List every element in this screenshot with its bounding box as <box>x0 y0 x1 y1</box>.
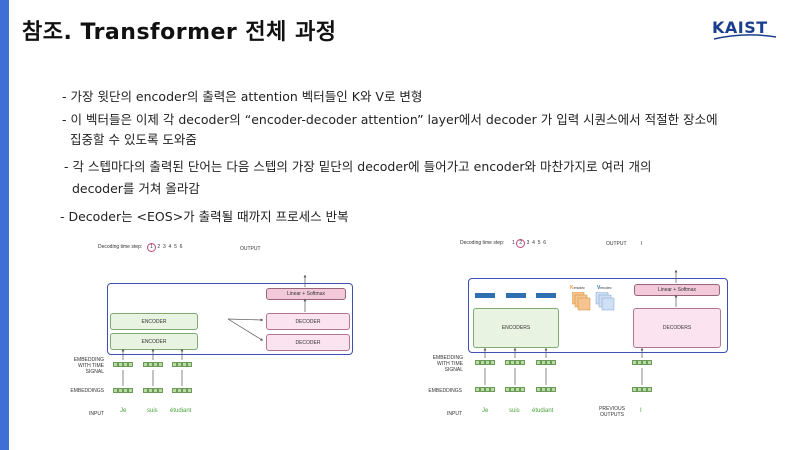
time-signal-vector-r2 <box>505 360 525 365</box>
output-label: OUTPUT <box>240 246 261 252</box>
embedding-vector-3 <box>172 388 192 393</box>
input-word-r2: suis <box>509 408 520 414</box>
active-step-circle: 1 <box>147 243 156 252</box>
embeddings-label-2: EMBEDDINGS <box>428 388 462 394</box>
embedding-time-line-2: WITH TIME <box>77 363 104 369</box>
k-matrix-icon <box>572 292 591 311</box>
slide-accent-bar <box>0 0 9 450</box>
k-letter: K <box>570 285 574 291</box>
embedding-vector-r3 <box>536 387 556 392</box>
step-3-r: 3 <box>526 240 530 246</box>
step-4: 4 <box>168 244 172 250</box>
input-word-r3: étudiant <box>532 408 554 414</box>
encoder-output-vector-1 <box>475 293 495 298</box>
bullet-4: - Decoder는 <EOS>가 출력될 때까지 프로세스 반복 <box>60 209 349 224</box>
logo-swoosh-icon <box>713 34 777 40</box>
input-label-2: INPUT <box>447 411 462 417</box>
output-label-2: OUTPUT <box>606 241 627 247</box>
time-signal-vector-r3 <box>536 360 556 365</box>
step-2: 2 <box>157 244 161 250</box>
step-5-r: 5 <box>537 240 541 246</box>
decoder-bottom-box: DECODER <box>266 334 350 351</box>
left-diagram-arrows <box>121 274 307 386</box>
time-step-label-2: Decoding time step: <box>460 240 505 246</box>
time-signal-vector-1 <box>113 362 133 367</box>
step-5: 5 <box>174 244 177 250</box>
step-3: 3 <box>162 244 166 250</box>
embedding-vector-r1 <box>475 387 495 392</box>
bullet-3-continued: decoder를 거쳐 올라감 <box>72 181 200 196</box>
encoder-output-vector-3 <box>536 293 556 298</box>
logo-text: KAIST <box>712 18 768 37</box>
embedding-time-label: EMBEDDING WITH TIME SIGNAL <box>72 357 104 375</box>
active-step-circle-2: 2 <box>516 239 526 248</box>
previous-outputs-line-2: OUTPUTS <box>600 412 624 418</box>
encoder-top-box: ENCODER <box>110 313 198 330</box>
embedding-time-line-1: EMBEDDING <box>73 357 104 363</box>
input-word-3: étudiant <box>170 408 192 414</box>
step-6: 6 <box>179 244 183 250</box>
encoder-output-vector-2 <box>506 293 526 298</box>
previous-output-word: I <box>640 408 642 414</box>
embedding-vector-1 <box>113 388 133 393</box>
input-word-2: suis <box>147 408 158 414</box>
embedding-time-line-3-r: SIGNAL <box>444 367 463 373</box>
time-step-numbers: 1 2 3 4 5 6 <box>147 243 182 252</box>
left-transformer-diagram: Decoding time step: 1 2 3 4 5 6 OUTPUT L… <box>70 243 353 417</box>
time-signal-vector-r1 <box>475 360 495 365</box>
step-1-r: 1 <box>512 240 515 246</box>
decoders-box: DECODERS <box>633 308 721 348</box>
output-value-2: I <box>641 241 643 247</box>
bullet-2: - 이 벡터들은 이제 각 decoder의 “encoder-decoder … <box>62 112 718 127</box>
embedding-time-line-2-r: WITH TIME <box>436 361 463 367</box>
encoders-box: ENCODERS <box>473 308 559 348</box>
decoder-top-box: DECODER <box>266 313 350 330</box>
slide-title: 참조. Transformer 전체 과정 <box>22 20 337 45</box>
embeddings-label: EMBEDDINGS <box>70 388 104 394</box>
v-matrix-icon <box>595 292 615 311</box>
time-signal-vector-2 <box>143 362 163 367</box>
k-encdec-label: Kencdec <box>570 285 585 291</box>
embedding-time-line-3: SIGNAL <box>85 369 104 375</box>
input-word-r1: Je <box>482 408 489 414</box>
bullet-1: - 가장 윗단의 encoder의 출력은 attention 벡터들인 K와 … <box>62 89 423 104</box>
kv-matrix-icons <box>572 292 615 311</box>
k-subscript: encdec <box>573 286 585 290</box>
embedding-vector-r2 <box>505 387 525 392</box>
step-6-r: 6 <box>543 240 547 246</box>
time-signal-vector-3 <box>172 362 192 367</box>
step-4-r: 4 <box>532 240 535 246</box>
input-word-1: Je <box>120 408 127 414</box>
embedding-time-label-2: EMBEDDING WITH TIME SIGNAL <box>425 355 463 373</box>
v-subscript: encdec <box>600 286 612 290</box>
time-step-label: Decoding time step: <box>98 244 143 250</box>
input-label: INPUT <box>89 411 104 417</box>
time-step-numbers-2: 1 2 3 4 5 6 <box>512 239 546 248</box>
v-encdec-label: Vencdec <box>597 285 612 291</box>
bullet-2-continued: 집중할 수 있도록 도와줌 <box>70 132 197 147</box>
bullet-3: - 각 스텝마다의 출력된 단어는 다음 스텝의 가장 밑단의 decoder에… <box>64 159 652 174</box>
embedding-vector-2 <box>143 388 163 393</box>
previous-outputs-label: PREVIOUS OUTPUTS <box>594 406 630 418</box>
kaist-logo: KAIST <box>712 18 778 44</box>
embedding-vector-prev <box>632 387 652 392</box>
previous-outputs-line-1: PREVIOUS <box>599 406 625 412</box>
time-signal-vector-prev <box>632 360 652 365</box>
v-letter: V <box>597 285 601 291</box>
embedding-time-line-1-r: EMBEDDING <box>432 355 463 361</box>
